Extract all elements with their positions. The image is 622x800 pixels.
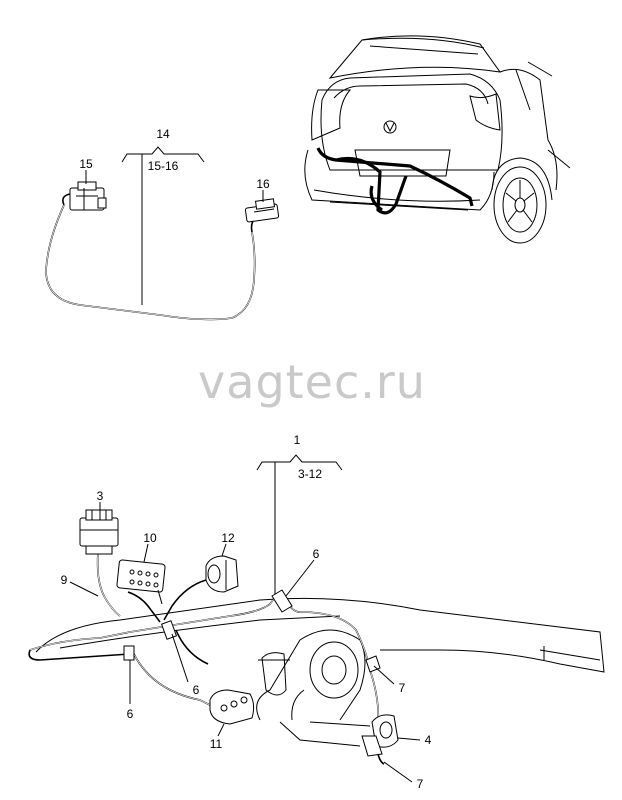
- clip-6-mid: [160, 620, 178, 640]
- watermark-text: vagtec.ru: [198, 355, 426, 409]
- callout-12: 12: [221, 531, 235, 545]
- clip-6-left: [123, 645, 135, 661]
- connector-10: [116, 559, 166, 605]
- callout-6-mid: 6: [193, 683, 200, 697]
- connector-15: [62, 181, 107, 211]
- callout-10: 10: [143, 531, 157, 545]
- harness-14: [45, 146, 280, 321]
- callout-14: 14: [156, 127, 170, 141]
- clip-6-right: [271, 589, 293, 613]
- callout-4: 4: [425, 733, 432, 747]
- callouts: 14 15-16 15 16 1 3-12 3 10 12 9 6 6 6 11…: [61, 127, 432, 791]
- callout-7-lower: 7: [417, 777, 424, 791]
- connector-16: [244, 198, 280, 233]
- connector-12: [205, 555, 239, 593]
- callout-11: 11: [210, 737, 223, 751]
- connector-11: [209, 689, 255, 725]
- callout-16: 16: [256, 177, 270, 191]
- callout-6-right: 6: [313, 547, 320, 561]
- callout-1-range: 3-12: [298, 467, 322, 481]
- callout-6-left: 6: [127, 707, 134, 721]
- leader-lines: [69, 170, 421, 783]
- component-4: [361, 714, 399, 765]
- callout-1: 1: [294, 433, 301, 447]
- callout-9: 9: [61, 573, 68, 587]
- callout-15: 15: [79, 157, 93, 171]
- callout-7-upper: 7: [399, 681, 406, 695]
- callout-14-range: 15-16: [148, 159, 179, 173]
- car-rear-illustration: [304, 35, 571, 244]
- callout-3: 3: [97, 489, 104, 503]
- harness-1: [28, 454, 605, 765]
- connector-3: [79, 509, 119, 555]
